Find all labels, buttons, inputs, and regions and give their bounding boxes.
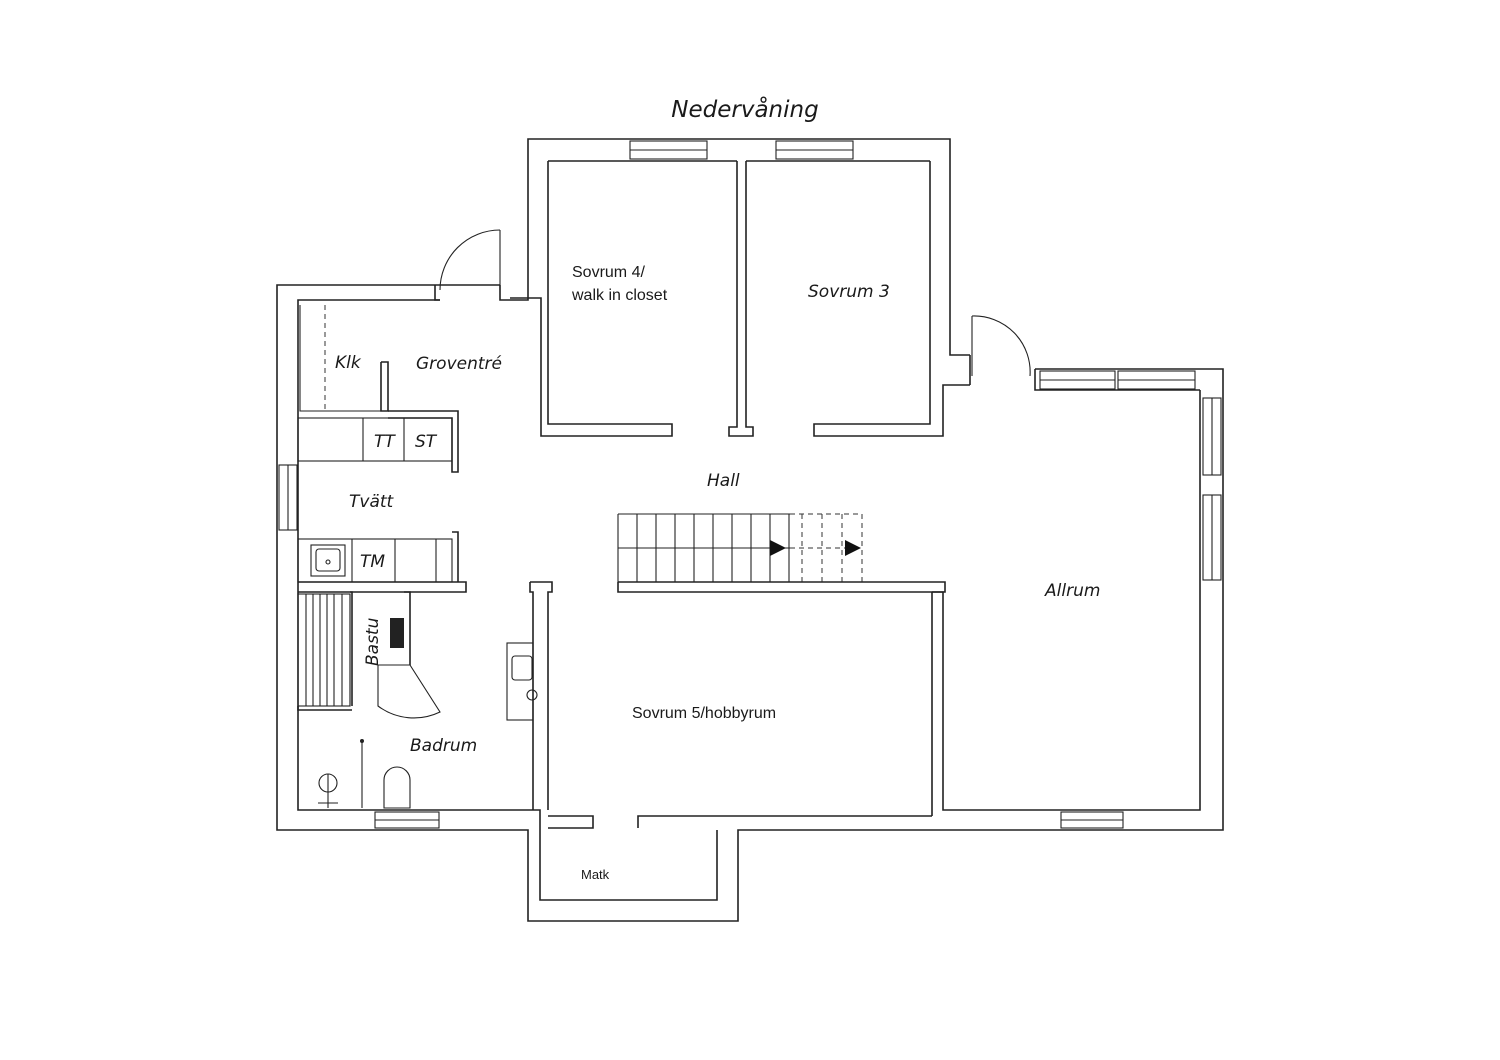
- label-badrum: Badrum: [410, 736, 477, 756]
- label-matk: Matk: [581, 867, 610, 882]
- staircase: [617, 513, 946, 816]
- floor-title: Nedervåning: [671, 95, 818, 123]
- label-tvatt: Tvätt: [349, 492, 395, 512]
- windows: [278, 140, 1222, 829]
- label-hall: Hall: [707, 471, 740, 491]
- room-labels: Sovrum 4/ walk in closet Sovrum 3 Klk Gr…: [335, 264, 1100, 882]
- sovrum5-walls: [548, 815, 932, 829]
- interior-walls: [297, 305, 553, 810]
- sauna-benches: [297, 593, 351, 707]
- label-sovrum4-line1: Sovrum 4/: [572, 264, 645, 281]
- bathroom-fittings: [318, 642, 538, 809]
- sauna-stove-icon: [390, 618, 404, 648]
- label-allrum: Allrum: [1044, 581, 1100, 601]
- label-sovrum5: Sovrum 5/hobbyrum: [632, 705, 776, 722]
- label-bastu: Bastu: [363, 617, 383, 666]
- doors: [439, 229, 1031, 377]
- label-tm: TM: [360, 552, 385, 572]
- stair-arrow-icon: [770, 540, 786, 556]
- label-st: ST: [415, 432, 438, 452]
- label-sovrum4-line2: walk in closet: [571, 287, 668, 304]
- exterior-walls: [276, 138, 1224, 922]
- label-tt: TT: [374, 432, 396, 452]
- label-sovrum3: Sovrum 3: [808, 282, 890, 302]
- label-groventre: Groventré: [416, 354, 502, 374]
- stair-arrow-icon: [845, 540, 861, 556]
- label-klk: Klk: [335, 353, 362, 373]
